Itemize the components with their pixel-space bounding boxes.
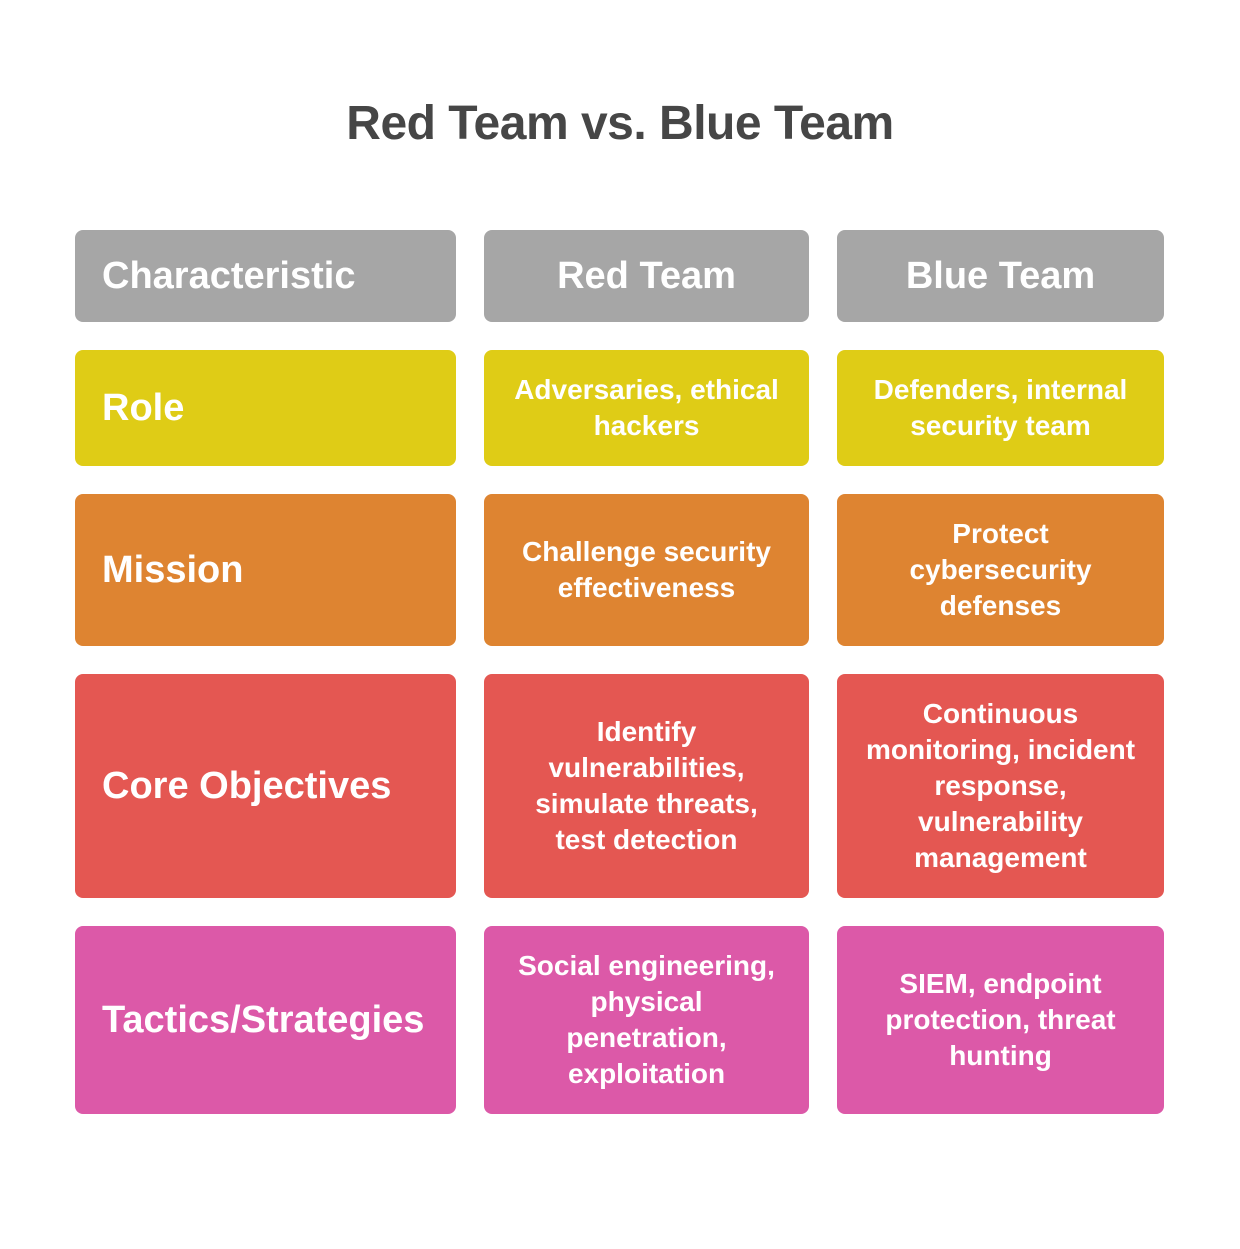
row-core-objectives-red-team: Identify vulnerabilities, simulate threa… — [484, 674, 809, 898]
row-mission-red-team: Challenge security effectiveness — [484, 494, 809, 646]
row-tactics-label: Tactics/Strategies — [75, 926, 456, 1114]
comparison-table: Characteristic Red Team Blue Team Role A… — [75, 230, 1164, 1114]
header-characteristic: Characteristic — [75, 230, 456, 322]
header-red-team: Red Team — [484, 230, 809, 322]
row-tactics-red-team: Social engineering, physical penetration… — [484, 926, 809, 1114]
diagram-title: Red Team vs. Blue Team — [346, 97, 894, 150]
row-tactics-blue-team: SIEM, endpoint protection, threat huntin… — [837, 926, 1164, 1114]
row-role-red-team: Adversaries, ethical hackers — [484, 350, 809, 466]
row-core-objectives-blue-team: Continuous monitoring, incident response… — [837, 674, 1164, 898]
row-mission-label: Mission — [75, 494, 456, 646]
row-mission-blue-team: Protect cybersecurity defenses — [837, 494, 1164, 646]
header-blue-team: Blue Team — [837, 230, 1164, 322]
row-role-label: Role — [75, 350, 456, 466]
row-role-blue-team: Defenders, internal security team — [837, 350, 1164, 466]
row-core-objectives-label: Core Objectives — [75, 674, 456, 898]
